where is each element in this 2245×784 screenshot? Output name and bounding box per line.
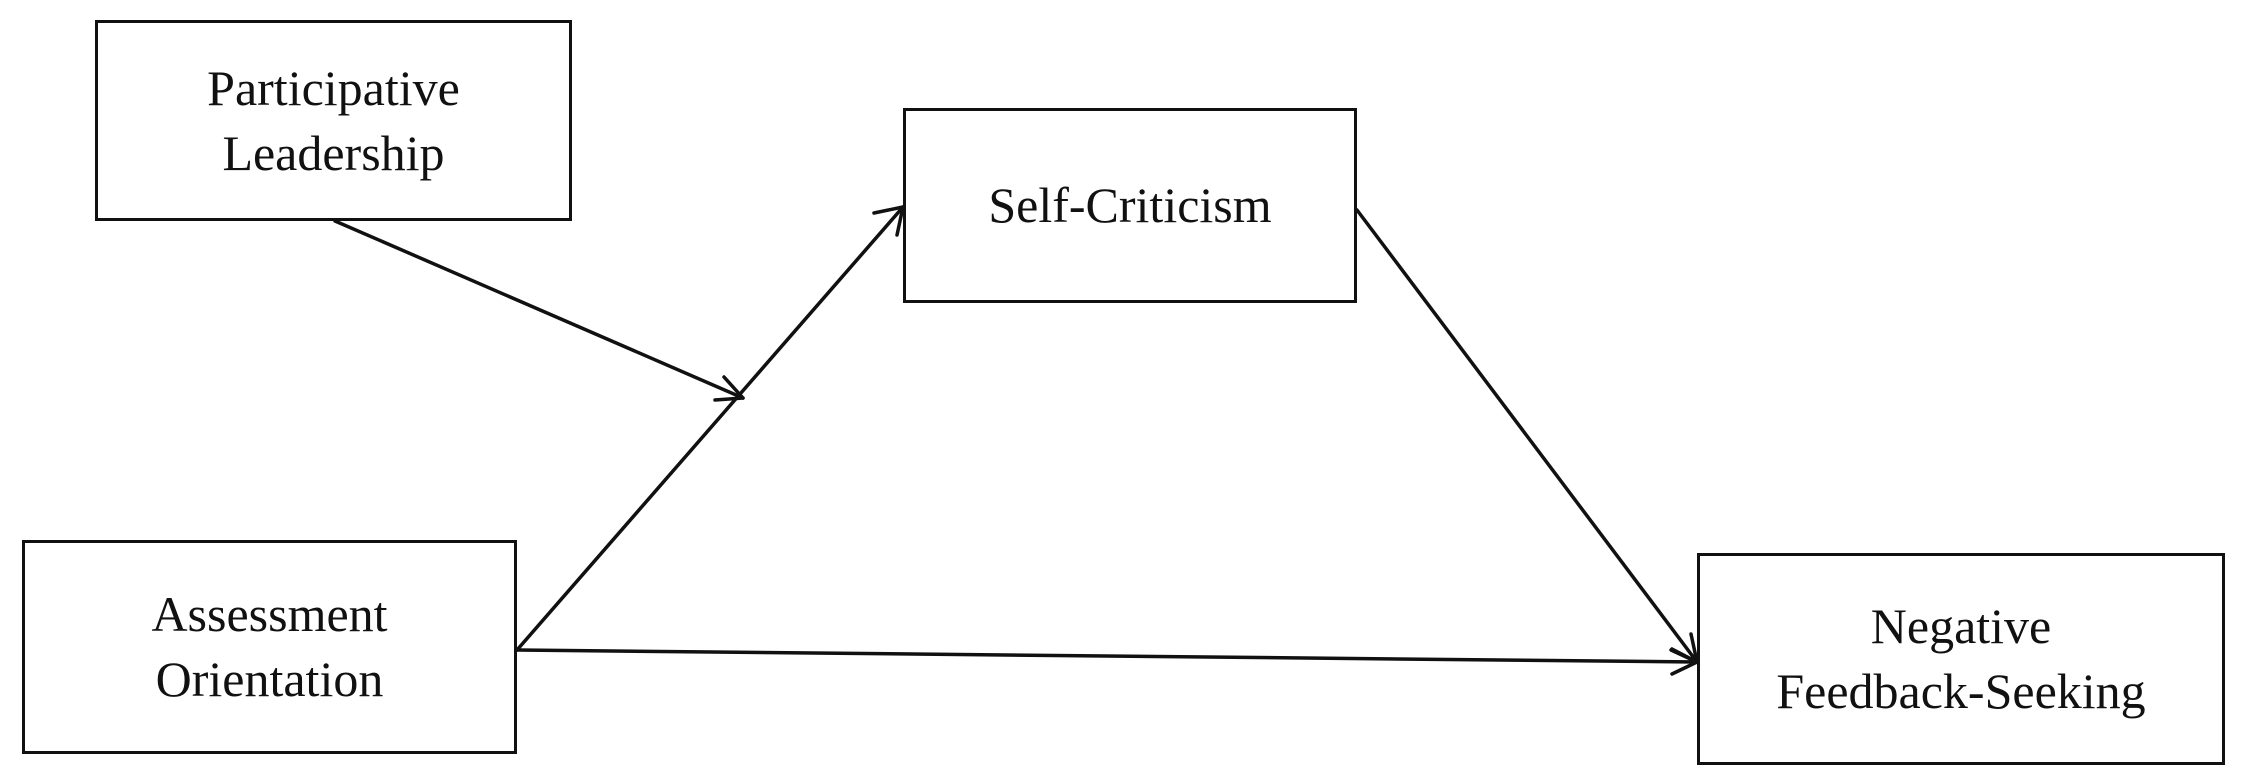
node-label-line2: Leadership bbox=[222, 124, 445, 181]
node-assessment-orientation: Assessment Orientation bbox=[22, 540, 517, 754]
edge-self-criticism-to-negative-feedback-seeking bbox=[1355, 208, 1699, 664]
node-label-line2: Orientation bbox=[155, 651, 384, 707]
node-label-line1: Negative bbox=[1870, 598, 2052, 654]
edge-assessment-to-self-criticism bbox=[515, 205, 905, 652]
node-participative-leadership: Participative Leadership bbox=[95, 20, 572, 221]
node-label-line2: Feedback-Seeking bbox=[1776, 663, 2146, 719]
node-negative-feedback-seeking: Negative Feedback-Seeking bbox=[1697, 553, 2225, 765]
node-label-line1: Self-Criticism bbox=[988, 177, 1272, 233]
node-self-criticism: Self-Criticism bbox=[903, 108, 1357, 303]
arrowhead-moderation bbox=[713, 375, 745, 402]
edge-participative-leadership-moderation bbox=[333, 219, 745, 400]
node-label-line1: Participative bbox=[207, 59, 460, 116]
node-label-line1: Assessment bbox=[151, 586, 388, 642]
edge-assessment-to-negative-feedback-seeking bbox=[515, 648, 1699, 664]
